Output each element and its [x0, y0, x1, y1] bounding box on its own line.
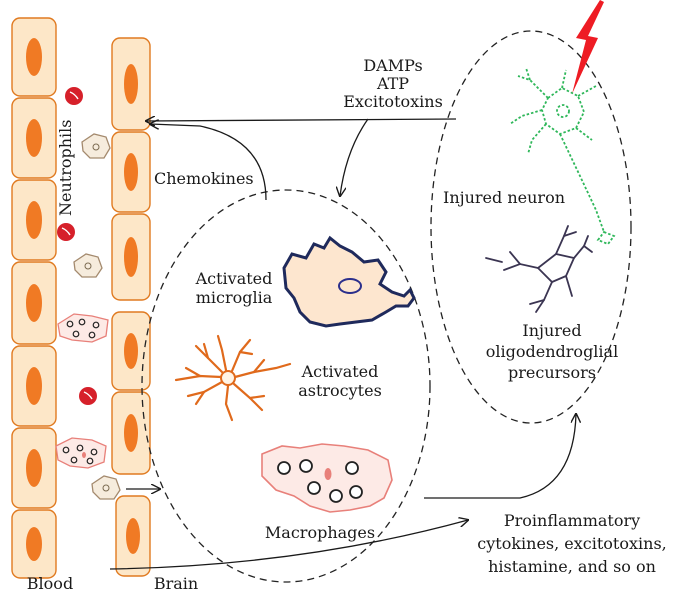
label-injured-opc-line1: Injured	[522, 321, 581, 340]
endothelial-cell	[111, 311, 151, 391]
label-injured-opc-line3: precursors	[508, 363, 596, 382]
label-atp: ATP	[376, 74, 409, 93]
arrow-damps-to-blood	[146, 119, 457, 121]
label-activated-microglia-line1: Activated	[195, 269, 273, 288]
glial-region-ellipse	[141, 189, 431, 583]
arrow-chemokines	[150, 124, 267, 201]
neutrophil	[65, 87, 83, 105]
label-activated-microglia-line2: microglia	[196, 288, 273, 307]
endothelial-cell	[111, 213, 151, 301]
arrow-glia-to-injury	[424, 414, 576, 499]
label-chemokines: Chemokines	[154, 169, 254, 188]
monocyte	[81, 133, 111, 159]
label-neutrophils: Neutrophils	[56, 120, 75, 216]
label-macrophages: Macrophages	[265, 523, 375, 542]
label-proinflammatory-line1: Proinflammatory	[504, 511, 640, 530]
endothelial-cell	[111, 391, 151, 475]
endothelial-cell	[11, 345, 57, 427]
endothelial-cell	[11, 17, 57, 97]
label-injured-neuron: Injured neuron	[443, 188, 565, 207]
blood-vessel-wall-left	[11, 17, 57, 579]
activated-astrocyte	[174, 334, 292, 422]
label-proinflammatory-line2: cytokines, excitotoxins,	[477, 534, 666, 553]
label-damps: DAMPs	[363, 56, 422, 75]
monocyte	[73, 253, 103, 278]
injury-region-ellipse	[430, 30, 632, 424]
label-injured-opc-line2: oligodendroglial	[486, 342, 618, 361]
endothelial-cell	[11, 509, 57, 579]
neutrophil	[79, 387, 97, 405]
lightning-bolt-icon	[572, 0, 604, 94]
arrow-damps-to-glia	[340, 118, 369, 196]
activated-microglia	[282, 235, 416, 328]
injured-oligodendroglial-precursor	[485, 225, 593, 313]
endothelial-cell	[111, 37, 151, 131]
label-activated-astrocytes-line2: astrocytes	[298, 381, 382, 400]
label-proinflammatory-line3: histamine, and so on	[488, 557, 656, 576]
label-brain: Brain	[154, 574, 198, 593]
monocyte	[91, 475, 121, 500]
macrophage-in-blood	[55, 437, 107, 469]
endothelial-cell	[11, 427, 57, 509]
label-blood: Blood	[27, 574, 73, 593]
endothelial-cell	[11, 261, 57, 345]
neutrophil	[57, 223, 75, 241]
macrophage	[261, 443, 393, 513]
blood-vessel-wall-right	[111, 37, 151, 577]
macrophage-in-blood	[57, 313, 109, 343]
injured-neuron	[509, 67, 616, 246]
arrow-blood-to-proinflammatory	[109, 520, 468, 570]
endothelial-cell	[11, 97, 57, 179]
label-excitotoxins: Excitotoxins	[343, 92, 443, 111]
endothelial-cell	[111, 131, 151, 213]
endothelial-cell	[115, 495, 151, 577]
endothelial-cell	[11, 179, 57, 261]
label-activated-astrocytes-line1: Activated	[301, 362, 379, 381]
